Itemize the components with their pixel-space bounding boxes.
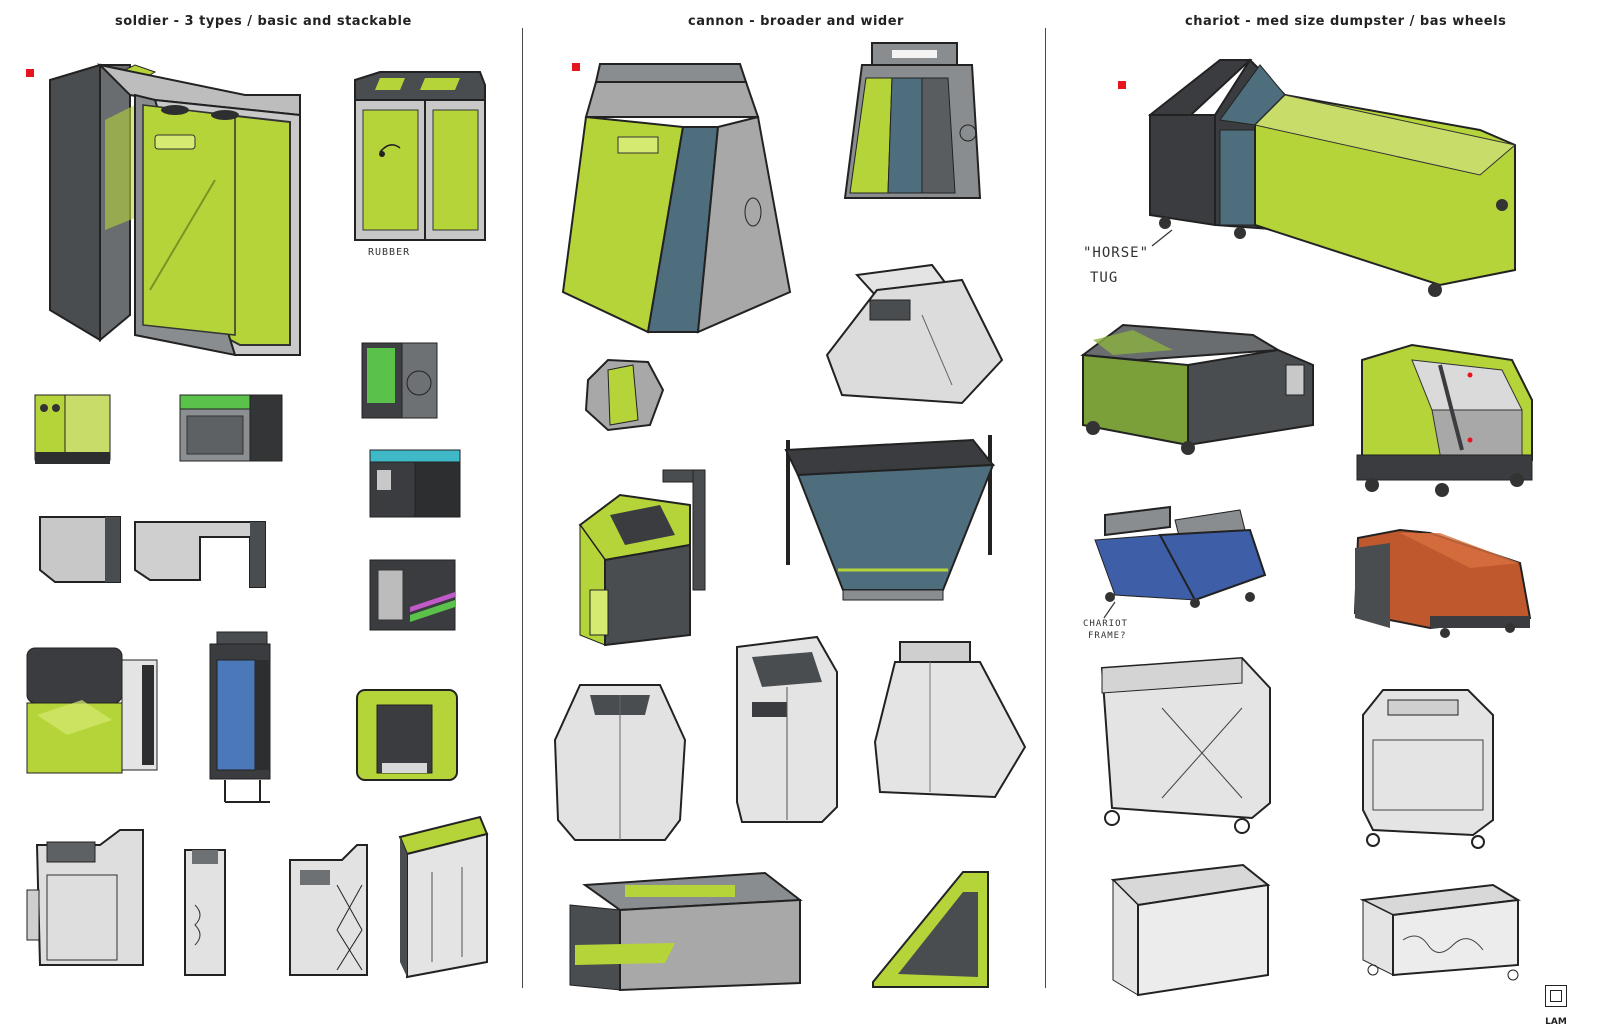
chariot-sketch-gray-cart [1100,656,1271,834]
annotation-chariot: CHARIOT [1083,619,1128,629]
soldier-sketch-gray-column [184,849,226,976]
cannon-bin-tricolor-sketch [843,42,982,199]
soldier-bin-large-sketch [49,63,301,357]
annotation-rubber: RUBBER [368,247,411,258]
cannon-sketch-gray-octagon [553,684,687,841]
soldier-bin-green-tall-sketch [361,342,438,419]
annotation-frame: FRAME? [1088,631,1127,641]
column-title-chariot: chariot - med size dumpster / bas wheels [1185,14,1507,29]
marker-chariot [1118,81,1126,89]
soldier-bin-small-window-sketch [34,394,111,464]
column-title-cannon: cannon - broader and wider [688,14,904,29]
chariot-sketch-gray-cart-small [1362,689,1494,849]
column-title-soldier: soldier - 3 types / basic and stackable [115,14,412,29]
chariot-sketch-gray-doodle [1359,883,1522,981]
signature-logo-mark [1545,985,1567,1007]
cannon-bin-octagon-small-sketch [584,358,665,432]
signature-text: LAM [1545,1017,1567,1027]
soldier-bin-small-box-sketch [179,394,283,462]
soldier-bin-rubber-sketch [354,71,486,241]
annotation-tug: TUG [1090,270,1119,286]
chariot-frame-pointer-line [1103,601,1116,619]
soldier-sketch-gray-lattice [289,844,368,976]
cannon-bin-gray-tapered-sketch [825,263,1004,405]
artist-signature: LAM [1545,985,1567,1028]
chariot-rust-orange-sketch [1353,528,1532,638]
soldier-bin-dark-stripe-sketch [369,559,456,631]
marker-soldier [26,69,34,77]
cannon-wedge-ramp-sketch [872,871,989,988]
chariot-dumpster-large-sketch [1147,58,1517,297]
cannon-bin-large-sketch [561,63,792,334]
column-divider-left [522,28,523,988]
soldier-bench-pieces-sketch [39,516,266,588]
column-divider-right [1045,28,1046,988]
cannon-sketch-gray-trapezoid [873,641,1027,799]
cannon-bin-lime-pedestal-sketch [578,469,706,647]
annotation-horse: "HORSE" [1083,245,1150,261]
soldier-bin-lime-translucent-sketch [26,647,158,774]
cannon-bin-blue-hopper-sketch [784,435,995,601]
soldier-sketch-gray-wide [26,829,144,966]
soldier-bin-blue-tall-sketch [209,631,271,803]
horse-tug-pointer-line [1151,229,1173,247]
soldier-bin-cyan-top-sketch [369,449,461,518]
chariot-bed-frame-sketch [1094,505,1267,608]
marker-cannon [572,63,580,71]
soldier-sketch-lime-top [398,815,489,979]
chariot-sketch-gray-dumpster [1110,863,1271,997]
chariot-lime-base-sketch [1356,343,1533,497]
soldier-bin-lime-cube-sketch [356,689,458,781]
cannon-crate-long-sketch [569,871,803,992]
cannon-sketch-gray-chute [736,635,838,823]
chariot-green-sled-sketch [1080,323,1314,455]
